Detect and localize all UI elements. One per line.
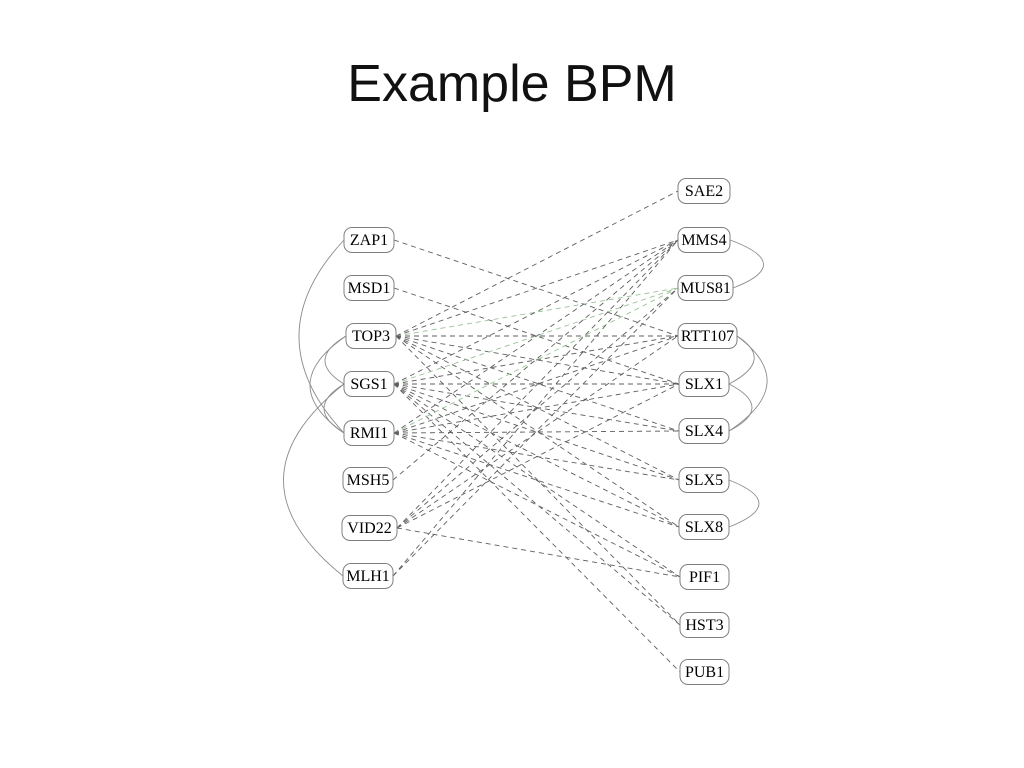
- edge-ZAP1-RTT107: [393, 239, 679, 337]
- node-label: HST3: [685, 617, 723, 634]
- node-zap1: ZAP1: [343, 227, 395, 253]
- node-label: ZAP1: [350, 232, 388, 249]
- edge-TOP3-MUS81: [395, 287, 679, 337]
- node-box: [678, 371, 730, 397]
- edge-SGS1-RTT107: [393, 335, 679, 385]
- node-label: MUS81: [680, 280, 731, 297]
- edge-RMI1-SLX4: [393, 430, 680, 434]
- node-label: MSH5: [347, 472, 390, 489]
- node-box: [679, 564, 730, 590]
- node-mlh1: MLH1: [342, 563, 394, 589]
- arc-TOP3-SGS1: [324, 335, 347, 385]
- node-label: RTT107: [681, 328, 734, 345]
- edge-MSH5-MMS4: [392, 239, 679, 481]
- node-label: SGS1: [350, 376, 387, 393]
- arc-MMS4-MUS81: [729, 239, 764, 289]
- edge-RMI1-MMS4: [393, 239, 679, 434]
- node-label: PIF1: [689, 569, 720, 586]
- node-slx5: SLX5: [678, 467, 730, 493]
- edge-RMI1-RTT107: [393, 335, 679, 434]
- node-label: VID22: [347, 520, 391, 537]
- node-box: [678, 514, 730, 540]
- node-box: [677, 323, 738, 349]
- node-label: SLX5: [685, 472, 723, 489]
- edge-SGS1-PIF1: [393, 383, 681, 578]
- node-msh5: MSH5: [342, 467, 394, 493]
- edge-VID22-MUS81: [396, 287, 679, 529]
- edge-TOP3-HST3: [395, 335, 681, 626]
- edge-MLH1-MUS81: [392, 287, 679, 577]
- node-top3: TOP3: [345, 323, 397, 349]
- node-rmi1: RMI1: [343, 420, 395, 446]
- node-box: [345, 323, 397, 349]
- edge-SGS1-SLX8: [393, 383, 680, 528]
- edge-TOP3-SAE2: [395, 190, 679, 337]
- edge-SGS1-MUS81: [393, 287, 679, 385]
- edge-VID22-MMS4: [396, 239, 679, 529]
- node-label: RMI1: [350, 425, 388, 442]
- node-msd1: MSD1: [343, 275, 395, 301]
- edge-SGS1-PUB1: [393, 383, 681, 673]
- node-box: [679, 612, 730, 638]
- node-rtt107: RTT107: [677, 323, 738, 349]
- edge-VID22-RTT107: [396, 335, 679, 529]
- edge-TOP3-SLX4: [395, 335, 680, 432]
- edge-SGS1-SLX5: [393, 383, 680, 481]
- node-slx8: SLX8: [678, 514, 730, 540]
- edge-SGS1-MMS4: [393, 239, 679, 385]
- arc-RTT107-SLX4: [728, 335, 768, 432]
- node-label: SLX1: [685, 376, 723, 393]
- node-label: SAE2: [685, 183, 723, 200]
- node-box: [343, 371, 395, 397]
- node-label: MMS4: [681, 232, 726, 249]
- node-vid22: VID22: [341, 515, 398, 541]
- slide-title: Example BPM: [347, 55, 677, 113]
- edge-TOP3-SLX5: [395, 335, 680, 481]
- edge-RMI1-MUS81: [393, 287, 679, 434]
- node-hst3: HST3: [679, 612, 730, 638]
- edge-SGS1-SLX4: [393, 383, 680, 432]
- node-slx1: SLX1: [678, 371, 730, 397]
- edge-VID22-PIF1: [396, 527, 681, 578]
- arc-SLX1-SLX4: [728, 383, 753, 432]
- node-label: MLH1: [346, 568, 390, 585]
- node-sae2: SAE2: [677, 178, 731, 204]
- node-box: [342, 563, 394, 589]
- node-label: MSD1: [348, 280, 391, 297]
- arc-SGS1-MLH1: [283, 383, 345, 577]
- node-box: [342, 467, 394, 493]
- node-pub1: PUB1: [679, 659, 730, 685]
- node-box: [343, 420, 395, 446]
- node-box: [677, 227, 731, 253]
- node-box: [677, 275, 734, 301]
- arc-TOP3-RMI1: [309, 335, 347, 434]
- edge-SGS1-HST3: [393, 383, 681, 626]
- node-box: [343, 275, 395, 301]
- node-label: PUB1: [685, 664, 724, 681]
- node-label: SLX8: [685, 519, 723, 536]
- node-box: [678, 467, 730, 493]
- node-label: SLX4: [685, 423, 723, 440]
- edge-TOP3-MMS4: [395, 239, 679, 337]
- node-slx4: SLX4: [678, 418, 730, 444]
- node-box: [678, 418, 730, 444]
- node-sgs1: SGS1: [343, 371, 395, 397]
- node-box: [677, 178, 731, 204]
- node-pif1: PIF1: [679, 564, 730, 590]
- edge-TOP3-SLX1: [395, 335, 680, 385]
- edge-MLH1-MMS4: [392, 239, 679, 577]
- node-label: TOP3: [352, 328, 390, 345]
- arc-SGS1-RMI1: [323, 383, 345, 434]
- node-mms4: MMS4: [677, 227, 731, 253]
- node-box: [679, 659, 730, 685]
- arc-SLX5-SLX8: [728, 479, 760, 528]
- edge-RMI1-PIF1: [393, 432, 681, 578]
- node-box: [341, 515, 398, 541]
- node-mus81: MUS81: [677, 275, 734, 301]
- edge-TOP3-SLX8: [395, 335, 680, 528]
- edge-VID22-SLX1: [396, 383, 680, 529]
- node-box: [343, 227, 395, 253]
